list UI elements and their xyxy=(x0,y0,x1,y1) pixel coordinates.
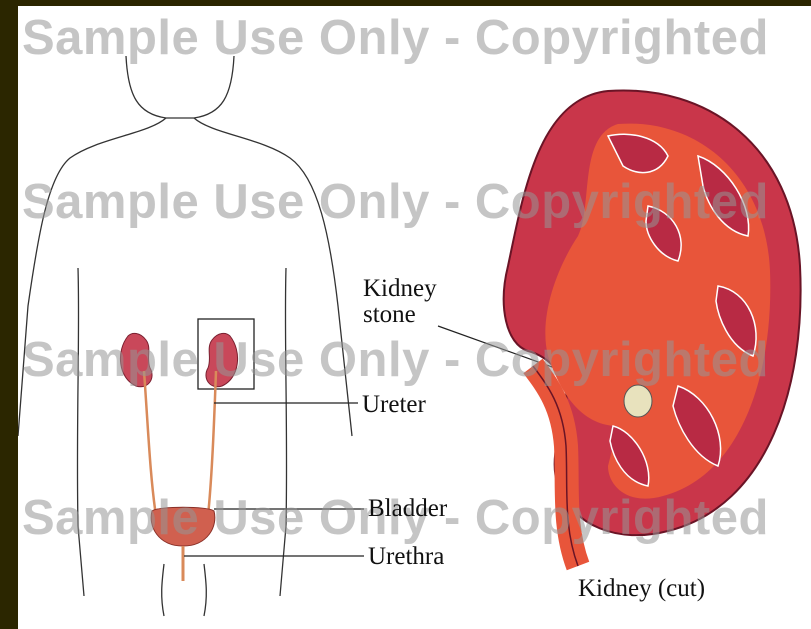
kidney-cut-label: Kidney (cut) xyxy=(578,576,705,602)
urethra-label: Urethra xyxy=(368,544,444,570)
kidney-stone xyxy=(624,385,652,417)
kidney-stone-label: Kidney stone xyxy=(363,276,437,329)
illustration-frame: Sample Use Only - Copyrighted Sample Use… xyxy=(18,6,811,629)
bladder-label: Bladder xyxy=(368,496,447,522)
watermark-line-3: Sample Use Only - Copyrighted xyxy=(18,332,811,388)
ureter-label: Ureter xyxy=(362,392,426,418)
watermark-line-1: Sample Use Only - Copyrighted xyxy=(18,10,811,66)
watermark-line-2: Sample Use Only - Copyrighted xyxy=(18,174,811,230)
